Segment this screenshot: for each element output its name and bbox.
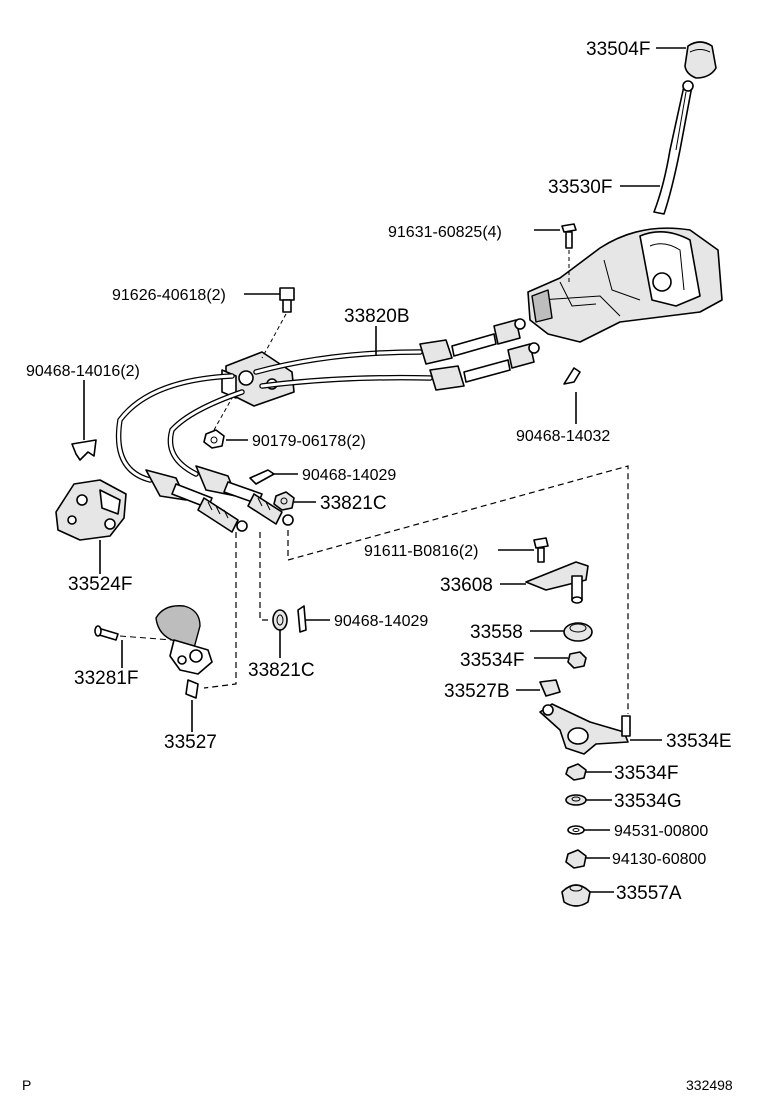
bushing-33821c-a (273, 491, 295, 511)
label-90468-14029-b: 90468-14029 (334, 613, 428, 630)
nut-90179 (203, 397, 233, 449)
clip-90468-14029-a (249, 469, 275, 485)
label-91611-b0816: 91611-B0816(2) (364, 543, 478, 560)
washer-94531 (567, 825, 585, 835)
label-33524f: 33524F (68, 574, 132, 595)
cable-end-lower (429, 342, 540, 391)
bushing-33558 (563, 622, 593, 642)
label-94130-60800: 94130-60800 (612, 851, 706, 868)
cable-boot-right (195, 465, 294, 526)
label-33557a: 33557A (616, 883, 682, 904)
label-33527b: 33527B (444, 681, 510, 702)
selector-33527 (155, 605, 213, 699)
label-33281f: 33281F (74, 668, 138, 689)
label-33504f: 33504F (586, 39, 650, 60)
bushing-33534f-b (565, 763, 587, 781)
label-33527: 33527 (164, 732, 217, 753)
leader-lines (83, 47, 686, 893)
label-33821c-a: 33821C (320, 493, 387, 514)
label-91631-60825: 91631-60825(4) (388, 224, 502, 241)
bushing-33527b (539, 679, 561, 697)
label-33530f: 33530F (548, 177, 612, 198)
pin-33281f (94, 625, 173, 641)
nut-94130 (565, 849, 587, 869)
bolt-91626 (261, 287, 295, 359)
shift-arm-33608 (525, 561, 589, 604)
clip-90468-14029-b (297, 605, 307, 633)
bolt-91611 (533, 537, 549, 563)
shift-housing (527, 227, 723, 343)
lever-arm-33534e (539, 703, 631, 755)
label-90179-06178: 90179-06178(2) (252, 433, 366, 450)
clip-90468-14032 (563, 367, 581, 385)
label-91626-40618: 91626-40618(2) (112, 287, 226, 304)
label-90468-14032: 90468-14032 (516, 428, 610, 445)
label-33534e: 33534E (666, 731, 732, 752)
footer-left-code: P (22, 1077, 31, 1093)
shift-lever (653, 80, 694, 215)
footer-figure-number: 332498 (686, 1077, 733, 1093)
bushing-33557a (561, 884, 591, 907)
clip-90468-14016 (71, 439, 97, 461)
label-33821c-b: 33821C (248, 660, 315, 681)
label-33534f-b: 33534F (614, 763, 678, 784)
label-33820b: 33820B (344, 306, 410, 327)
bushing-33821c-b (272, 609, 288, 631)
cable-boot-left (145, 469, 248, 533)
cable-end-upper (419, 318, 526, 365)
assembly-guides (203, 465, 629, 714)
bolt-91631 (561, 223, 577, 282)
bracket-33524f (55, 479, 127, 541)
label-90468-14029-a: 90468-14029 (302, 467, 396, 484)
label-33534g: 33534G (614, 791, 682, 812)
label-94531-00800: 94531-00800 (614, 823, 708, 840)
bushing-33534f-a (567, 651, 587, 669)
label-33534f-a: 33534F (460, 650, 524, 671)
label-33558: 33558 (470, 622, 523, 643)
control-cables (115, 349, 433, 483)
shift-knob (684, 41, 717, 79)
label-90468-14016: 90468-14016(2) (26, 363, 140, 380)
label-33608: 33608 (440, 575, 493, 596)
bushing-33534g (565, 794, 587, 806)
